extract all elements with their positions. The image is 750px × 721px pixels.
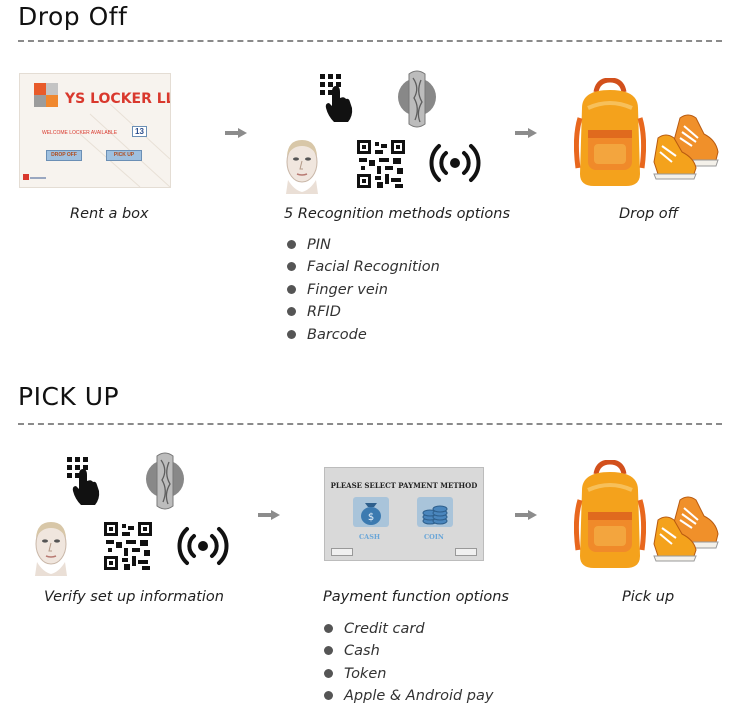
cash-option-tile: $ bbox=[353, 497, 389, 527]
list-item: Facial Recognition bbox=[287, 256, 440, 278]
recognition-options-list: PIN Facial Recognition Finger vein RFID … bbox=[287, 234, 440, 346]
list-item: Token bbox=[324, 663, 493, 685]
bullet-icon bbox=[324, 668, 333, 678]
bullet-icon bbox=[287, 284, 296, 294]
bullet-icon bbox=[324, 691, 333, 701]
backpack-icon bbox=[574, 78, 646, 186]
svg-text:$: $ bbox=[368, 512, 374, 523]
list-item: Finger vein bbox=[287, 279, 440, 301]
face-icon bbox=[27, 516, 75, 576]
payment-options-list: Credit card Cash Token Apple & Android p… bbox=[324, 618, 493, 708]
dropoff-heading: Drop Off bbox=[18, 2, 128, 31]
list-item: Apple & Android pay bbox=[324, 685, 493, 707]
payment-screen-title: PLEASE SELECT PAYMENT METHOD bbox=[330, 481, 478, 490]
bullet-icon bbox=[324, 624, 333, 633]
rfid-icon bbox=[177, 527, 229, 565]
face-icon bbox=[278, 134, 326, 194]
finger-vein-icon bbox=[146, 452, 184, 510]
back-screen-button bbox=[331, 548, 353, 556]
pin-keypad-icon bbox=[67, 457, 100, 505]
list-item: Credit card bbox=[324, 618, 493, 640]
step-caption-rent: Rent a box bbox=[70, 206, 149, 222]
backpack-icon bbox=[574, 460, 646, 568]
qr-code-icon bbox=[104, 522, 152, 570]
step-caption-dropoff: Drop off bbox=[619, 206, 679, 222]
cash-option-label: CASH bbox=[359, 533, 381, 541]
dropoff-divider bbox=[18, 40, 722, 42]
arrow-icon bbox=[258, 510, 280, 520]
list-item: RFID bbox=[287, 301, 440, 323]
coin-option-label: COIN bbox=[424, 533, 444, 541]
step-caption-verify: Verify set up information bbox=[44, 589, 224, 605]
coin-stack-icon bbox=[422, 505, 448, 525]
list-item: PIN bbox=[287, 234, 440, 256]
locker-screen-image: YS LOCKER LLC WELCOME LOCKER AVAILABLE 1… bbox=[19, 73, 171, 188]
next-screen-button bbox=[455, 548, 477, 556]
pickup-divider bbox=[18, 423, 722, 425]
payment-screen-image: PLEASE SELECT PAYMENT METHOD $ CASH COIN bbox=[324, 467, 484, 561]
bullet-icon bbox=[287, 262, 296, 272]
locker-screen-title: YS LOCKER LLC bbox=[65, 91, 170, 107]
bullet-icon bbox=[287, 329, 296, 339]
step-caption-pickup: Pick up bbox=[622, 589, 675, 605]
locker-screen-subtitle: WELCOME LOCKER AVAILABLE bbox=[42, 130, 118, 136]
pickup-heading: PICK UP bbox=[18, 382, 120, 411]
locker-count: 13 bbox=[132, 126, 147, 137]
finger-vein-icon bbox=[398, 70, 436, 128]
step-caption-recognition: 5 Recognition methods options bbox=[284, 206, 511, 222]
qr-code-icon bbox=[357, 140, 405, 188]
bullet-icon bbox=[287, 307, 296, 317]
sneakers-icon bbox=[653, 114, 719, 180]
step-caption-payment: Payment function options bbox=[323, 589, 509, 605]
pickup-screen-button: PICK UP bbox=[106, 150, 142, 161]
pin-keypad-icon bbox=[320, 74, 353, 122]
bullet-icon bbox=[324, 646, 333, 656]
arrow-icon bbox=[515, 128, 537, 138]
cash-bag-icon: $ bbox=[361, 503, 381, 525]
list-item: Barcode bbox=[287, 324, 440, 346]
rfid-icon bbox=[429, 144, 481, 182]
arrow-icon bbox=[225, 128, 247, 138]
coin-option-tile bbox=[417, 497, 453, 527]
dropoff-screen-button: DROP OFF bbox=[46, 150, 82, 161]
bullet-icon bbox=[287, 240, 296, 249]
list-item: Cash bbox=[324, 640, 493, 662]
sneakers-icon bbox=[653, 496, 719, 562]
arrow-icon bbox=[515, 510, 537, 520]
